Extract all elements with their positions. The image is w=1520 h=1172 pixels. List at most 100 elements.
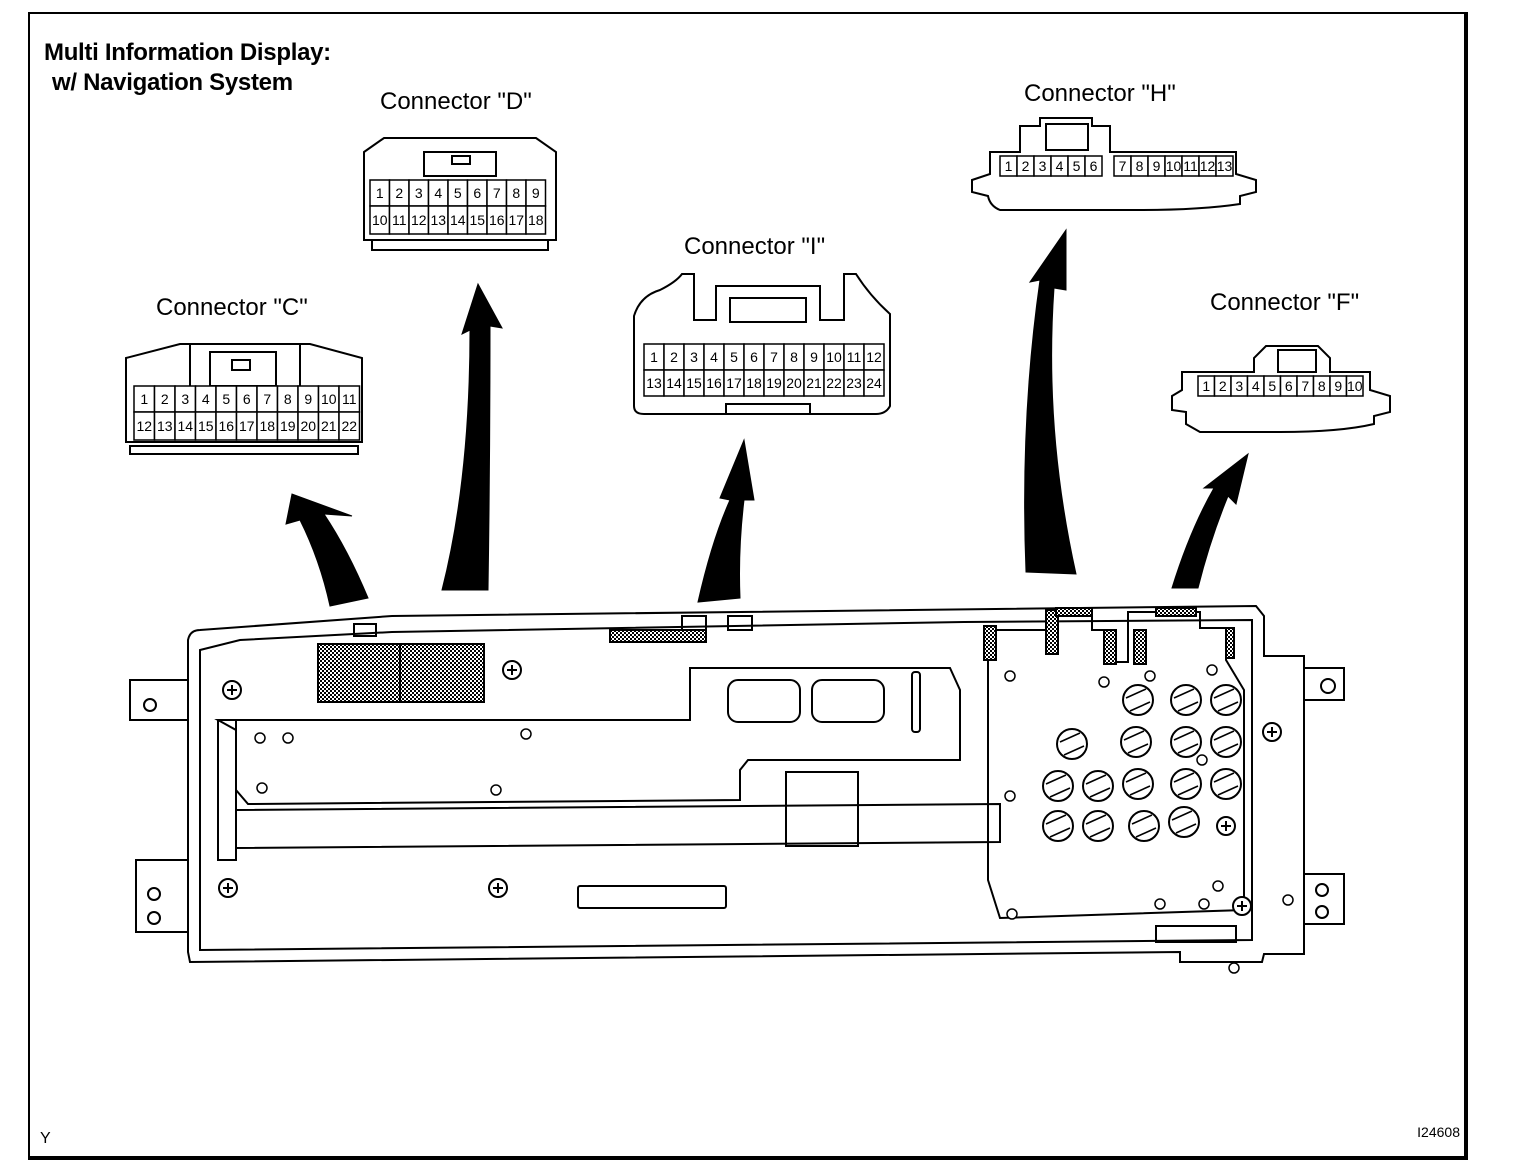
connector-i-pin-number: 2 xyxy=(670,349,678,365)
connector-c-pin-number: 4 xyxy=(202,391,210,407)
connector-c-pin-number: 7 xyxy=(263,391,271,407)
connector-c-pin-number: 19 xyxy=(280,418,296,434)
connector-d-pin-number: 12 xyxy=(411,212,427,228)
connector-i-pin-number: 6 xyxy=(750,349,758,365)
hole xyxy=(490,784,502,796)
hole xyxy=(1198,898,1210,910)
hole xyxy=(1098,676,1110,688)
arrow-to-i xyxy=(697,438,755,603)
coil-icon xyxy=(1056,728,1088,760)
connector-c-pin-number: 20 xyxy=(300,418,316,434)
coil-components xyxy=(1042,684,1242,842)
arrow-to-f xyxy=(1171,452,1249,589)
connector-c-label: Connector "C" xyxy=(156,294,308,321)
connector-i-pin-number: 11 xyxy=(847,349,862,365)
connector-d-pin-number: 17 xyxy=(508,212,524,228)
title-line-2: w/ Navigation System xyxy=(52,69,293,96)
connector-h-label: Connector "H" xyxy=(1024,80,1176,107)
hole xyxy=(1154,898,1166,910)
connector-f-pin-number: 10 xyxy=(1347,378,1363,394)
connector-i-pin-cell xyxy=(863,369,885,397)
coil-icon xyxy=(1210,684,1242,716)
coil-icon xyxy=(1210,768,1242,800)
connector-c-pin-number: 3 xyxy=(181,391,189,407)
connector-c-pin-number: 1 xyxy=(140,391,148,407)
hole xyxy=(1206,664,1218,676)
hole xyxy=(1004,670,1016,682)
hole xyxy=(256,782,268,794)
connector-h-pin-number: 4 xyxy=(1056,158,1064,174)
connector-c-pin-number: 14 xyxy=(177,418,193,434)
connector-c-pin-number: 12 xyxy=(136,418,152,434)
connector-i-pin-number: 13 xyxy=(646,375,662,391)
hole xyxy=(1212,880,1224,892)
connector-i-pin-number: 15 xyxy=(686,375,702,391)
connector-d-pin-number: 8 xyxy=(512,185,520,201)
connector-f-pin-number: 6 xyxy=(1285,378,1293,394)
connector-c-pin-number: 18 xyxy=(259,418,275,434)
connector-h-pin-number: 8 xyxy=(1136,158,1144,174)
connector-d-pin-number: 2 xyxy=(395,185,403,201)
connector-c-pin-number: 11 xyxy=(342,391,357,407)
screws xyxy=(218,660,1282,916)
screw-icon xyxy=(1232,896,1252,916)
connector-i-pin-number: 16 xyxy=(706,375,722,391)
screw-icon xyxy=(488,878,508,898)
connector-d-pin-number: 13 xyxy=(430,212,446,228)
connector-d-pin-number: 18 xyxy=(528,212,544,228)
coil-icon xyxy=(1082,810,1114,842)
screw-icon xyxy=(1262,722,1282,742)
corner-mark: Y xyxy=(40,1130,51,1147)
connector-c-pin-number: 21 xyxy=(321,418,337,434)
hole xyxy=(1006,908,1018,920)
connector-i-pin-number: 14 xyxy=(666,375,682,391)
connector-c-pin-number: 5 xyxy=(222,391,230,407)
coil-icon xyxy=(1082,770,1114,802)
connector-d-pin-number: 1 xyxy=(376,185,384,201)
screw-icon xyxy=(222,680,242,700)
connector-h-pin-number: 12 xyxy=(1200,158,1216,174)
connector-f-pin-number: 2 xyxy=(1219,378,1227,394)
connector-i-pin-number: 9 xyxy=(810,349,818,365)
connector-i-pin-number: 1 xyxy=(650,349,658,365)
figure-id: I24608 xyxy=(1417,1124,1460,1140)
connector-i-pin-number: 21 xyxy=(806,375,822,391)
coil-icon xyxy=(1170,684,1202,716)
connector-h-pin-number: 10 xyxy=(1166,158,1182,174)
connector-h-pin-number: 13 xyxy=(1217,158,1233,174)
pointer-arrows xyxy=(285,228,1249,607)
screw-icon xyxy=(502,660,522,680)
connector-h-pin-number: 3 xyxy=(1039,158,1047,174)
connector-i-pin-number: 10 xyxy=(826,349,842,365)
connector-d-pin-cell xyxy=(525,205,547,235)
hole xyxy=(1282,894,1294,906)
connector-h-pin-cell xyxy=(1084,155,1103,177)
connector-d-pin-number: 9 xyxy=(532,185,540,201)
screw-icon xyxy=(218,878,238,898)
connector-c-pin-number: 6 xyxy=(243,391,251,407)
coil-icon xyxy=(1168,806,1200,838)
title-line-1: Multi Information Display: xyxy=(44,39,331,66)
connector-c-pin-number: 9 xyxy=(304,391,312,407)
connector-d-pin-number: 10 xyxy=(372,212,388,228)
connector-c-pin-number: 8 xyxy=(284,391,292,407)
figure-frame xyxy=(28,12,1468,1160)
connector-i-pin-number: 7 xyxy=(770,349,778,365)
coil-icon xyxy=(1042,810,1074,842)
connector-i-pin-number: 19 xyxy=(766,375,782,391)
connector-d-pin-number: 16 xyxy=(489,212,505,228)
display-unit xyxy=(129,604,1345,964)
hole xyxy=(282,732,294,744)
hole xyxy=(1196,754,1208,766)
connector-c-pin-number: 10 xyxy=(321,391,337,407)
connector-i-pin-number: 23 xyxy=(846,375,862,391)
connector-f-label: Connector "F" xyxy=(1210,289,1360,316)
connector-f-pin-number: 5 xyxy=(1268,378,1276,394)
hole xyxy=(1228,962,1240,974)
connector-d-pin-number: 11 xyxy=(392,212,407,228)
